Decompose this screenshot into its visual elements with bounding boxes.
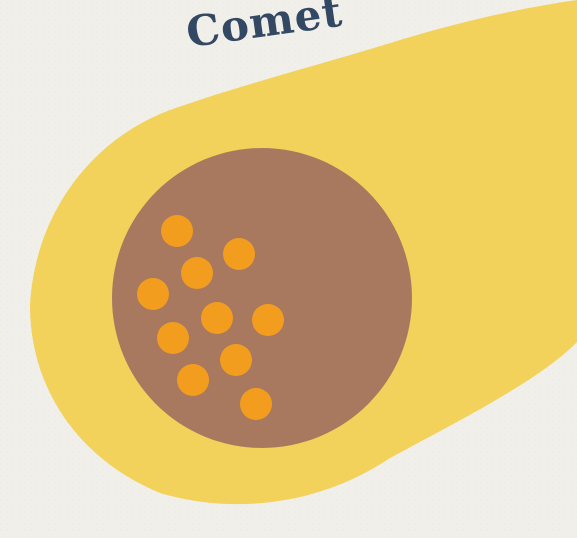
particle	[177, 364, 209, 396]
particle	[220, 344, 252, 376]
particle	[252, 304, 284, 336]
particle	[223, 238, 255, 270]
particle	[157, 322, 189, 354]
particle	[161, 215, 193, 247]
particle	[181, 257, 213, 289]
particle	[137, 278, 169, 310]
particle	[201, 302, 233, 334]
particle	[240, 388, 272, 420]
